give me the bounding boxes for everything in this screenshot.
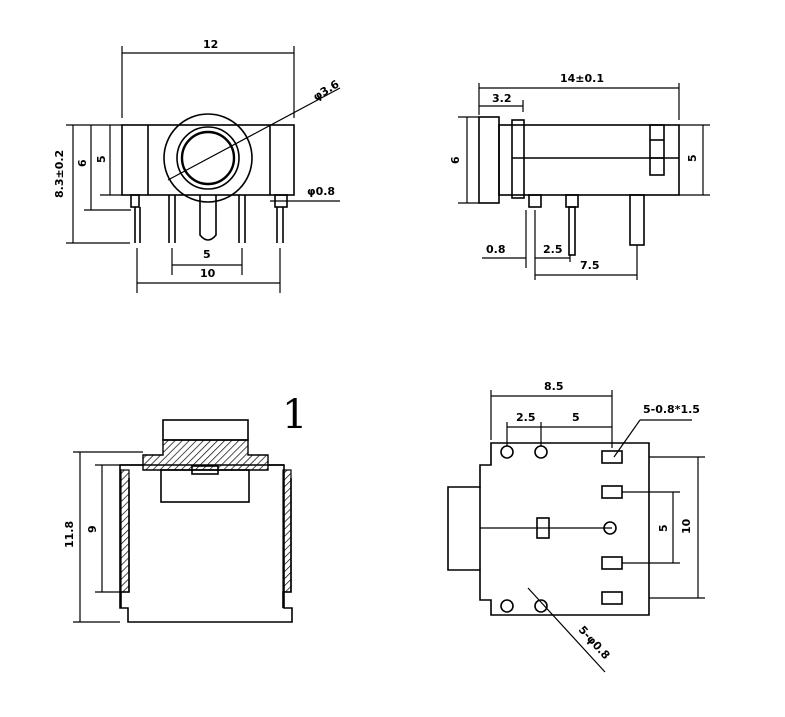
side-front-flange bbox=[478, 116, 500, 204]
side-height-left-dim: 6 bbox=[449, 156, 462, 164]
footprint-hole bbox=[500, 599, 514, 613]
front-hole-dim: φ3.6 bbox=[311, 77, 342, 103]
front-jack-hole bbox=[180, 130, 236, 186]
footprint-pitch-a-dim: 2.5 bbox=[516, 411, 536, 424]
side-pin-1 bbox=[528, 194, 542, 208]
footprint-pad bbox=[601, 450, 623, 464]
footprint-height-outer-dim: 10 bbox=[680, 518, 693, 534]
front-pin-box-left bbox=[130, 194, 140, 208]
front-pin-diameter-dim: φ0.8 bbox=[307, 185, 335, 198]
front-pin-center bbox=[199, 195, 217, 241]
section-height-inner-dim: 9 bbox=[86, 525, 99, 533]
front-pin-spacing-small: 5 bbox=[203, 248, 211, 261]
footprint-pad-spec: 5-0.8*1.5 bbox=[643, 403, 700, 416]
footprint-pad bbox=[601, 485, 623, 499]
section-inner-walls bbox=[120, 478, 292, 608]
footprint-hole bbox=[534, 445, 548, 459]
footprint-view: 8.5 2.5 5 5-0.8*1.5 5 10 5-φ0.8 bbox=[447, 380, 705, 673]
front-jack-outer bbox=[163, 113, 253, 203]
front-height-body-dim: 6 bbox=[76, 159, 89, 167]
side-pin-offset-dim: 0.8 bbox=[486, 243, 506, 256]
front-pin-spacing-large: 10 bbox=[200, 267, 216, 280]
section-wall-left bbox=[120, 469, 130, 593]
footprint-hole bbox=[534, 599, 548, 613]
side-spring bbox=[649, 124, 665, 176]
footprint-height-inner-dim: 5 bbox=[657, 524, 670, 532]
section-insert bbox=[160, 469, 250, 503]
footprint-pad bbox=[601, 591, 623, 605]
footprint-pad bbox=[601, 556, 623, 570]
side-divider bbox=[511, 119, 525, 199]
section-top-block bbox=[162, 419, 249, 441]
leader bbox=[527, 587, 606, 673]
section-height-total-dim: 11.8 bbox=[63, 521, 76, 548]
front-body bbox=[121, 124, 295, 196]
footprint-hole bbox=[500, 445, 514, 459]
footprint-pitch-b-dim: 5 bbox=[572, 411, 580, 424]
side-pin-2-leg bbox=[568, 206, 576, 256]
footprint-hole-spec: 5-φ0.8 bbox=[576, 623, 613, 662]
front-view: φ3.6 12 8.3±0.2 6 5 φ0.8 5 bbox=[53, 38, 342, 293]
side-pin-2 bbox=[565, 194, 579, 208]
footprint-width-dim: 8.5 bbox=[544, 380, 564, 393]
side-pin-pitch-dim: 2.5 bbox=[543, 243, 563, 256]
front-width-dim: 12 bbox=[203, 38, 218, 51]
section-outer bbox=[119, 464, 293, 623]
side-body bbox=[498, 124, 680, 196]
leader bbox=[613, 419, 641, 458]
section-view: 1 11.8 9 bbox=[63, 392, 307, 623]
front-hole-leader bbox=[167, 87, 341, 181]
front-jack-mid bbox=[176, 126, 240, 190]
section-insert-tab bbox=[191, 465, 219, 475]
side-pin-3 bbox=[629, 194, 645, 246]
side-height-right-dim: 5 bbox=[686, 154, 699, 162]
section-label: 1 bbox=[282, 392, 307, 438]
section-wall-right bbox=[282, 469, 292, 593]
side-view: 14±0.1 3.2 6 5 0.8 2.5 7.5 bbox=[449, 72, 710, 280]
side-offset-dim: 3.2 bbox=[492, 92, 512, 105]
side-pin-span-dim: 7.5 bbox=[580, 259, 600, 272]
front-height-inner-dim: 5 bbox=[95, 155, 108, 163]
side-length-dim: 14±0.1 bbox=[560, 72, 604, 85]
front-height-total-dim: 8.3±0.2 bbox=[53, 150, 66, 198]
